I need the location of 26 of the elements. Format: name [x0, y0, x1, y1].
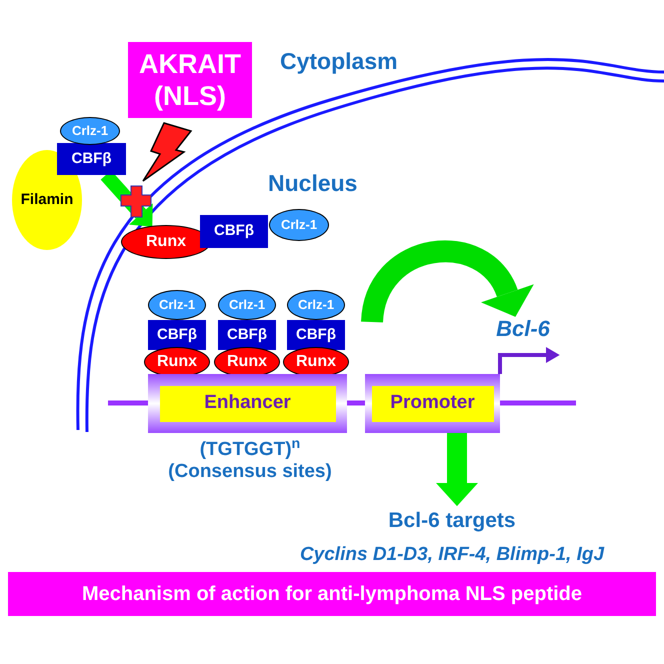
protein-ellipse: Crlz-1	[148, 290, 206, 320]
targets-heading: Bcl-6 targets	[388, 508, 516, 534]
element-label: Enhancer	[160, 386, 336, 422]
protein-box: CBFβ	[218, 320, 276, 350]
protein-box: CBFβ	[200, 215, 268, 248]
arrow	[436, 433, 478, 506]
protein-box: CBFβ	[148, 320, 206, 350]
arrow	[498, 347, 560, 374]
dna-element-frame	[148, 374, 347, 433]
site-note: (TGTGGT)$^{n}$	[198, 436, 302, 462]
protein-box: CBFβ	[57, 143, 126, 175]
protein-ellipse: Crlz-1	[287, 290, 345, 320]
protein-ellipse: Crlz-1	[60, 117, 120, 145]
dna-element-frame	[365, 374, 500, 433]
target-genes-text: Cyclins D1-D3, IRF-4, Blimp-1, IgJ	[300, 542, 604, 566]
gene-label: Bcl-6	[488, 316, 558, 362]
protein-ellipse: Crlz-1	[218, 290, 276, 320]
protein-ellipse: Crlz-1	[269, 209, 329, 241]
protein-box: CBFβ	[287, 320, 345, 350]
element-label: Promoter	[372, 386, 494, 422]
caption-banner: Mechanism of action for anti-lymphoma NLS peptide	[8, 572, 656, 616]
compartment-label: Nucleus	[268, 169, 358, 198]
site-note: (Consensus sites)	[167, 460, 333, 484]
arrow	[361, 240, 532, 324]
compartment-label: Cytoplasm	[280, 47, 398, 76]
peptide-box: AKRAIT (NLS)	[128, 42, 252, 118]
